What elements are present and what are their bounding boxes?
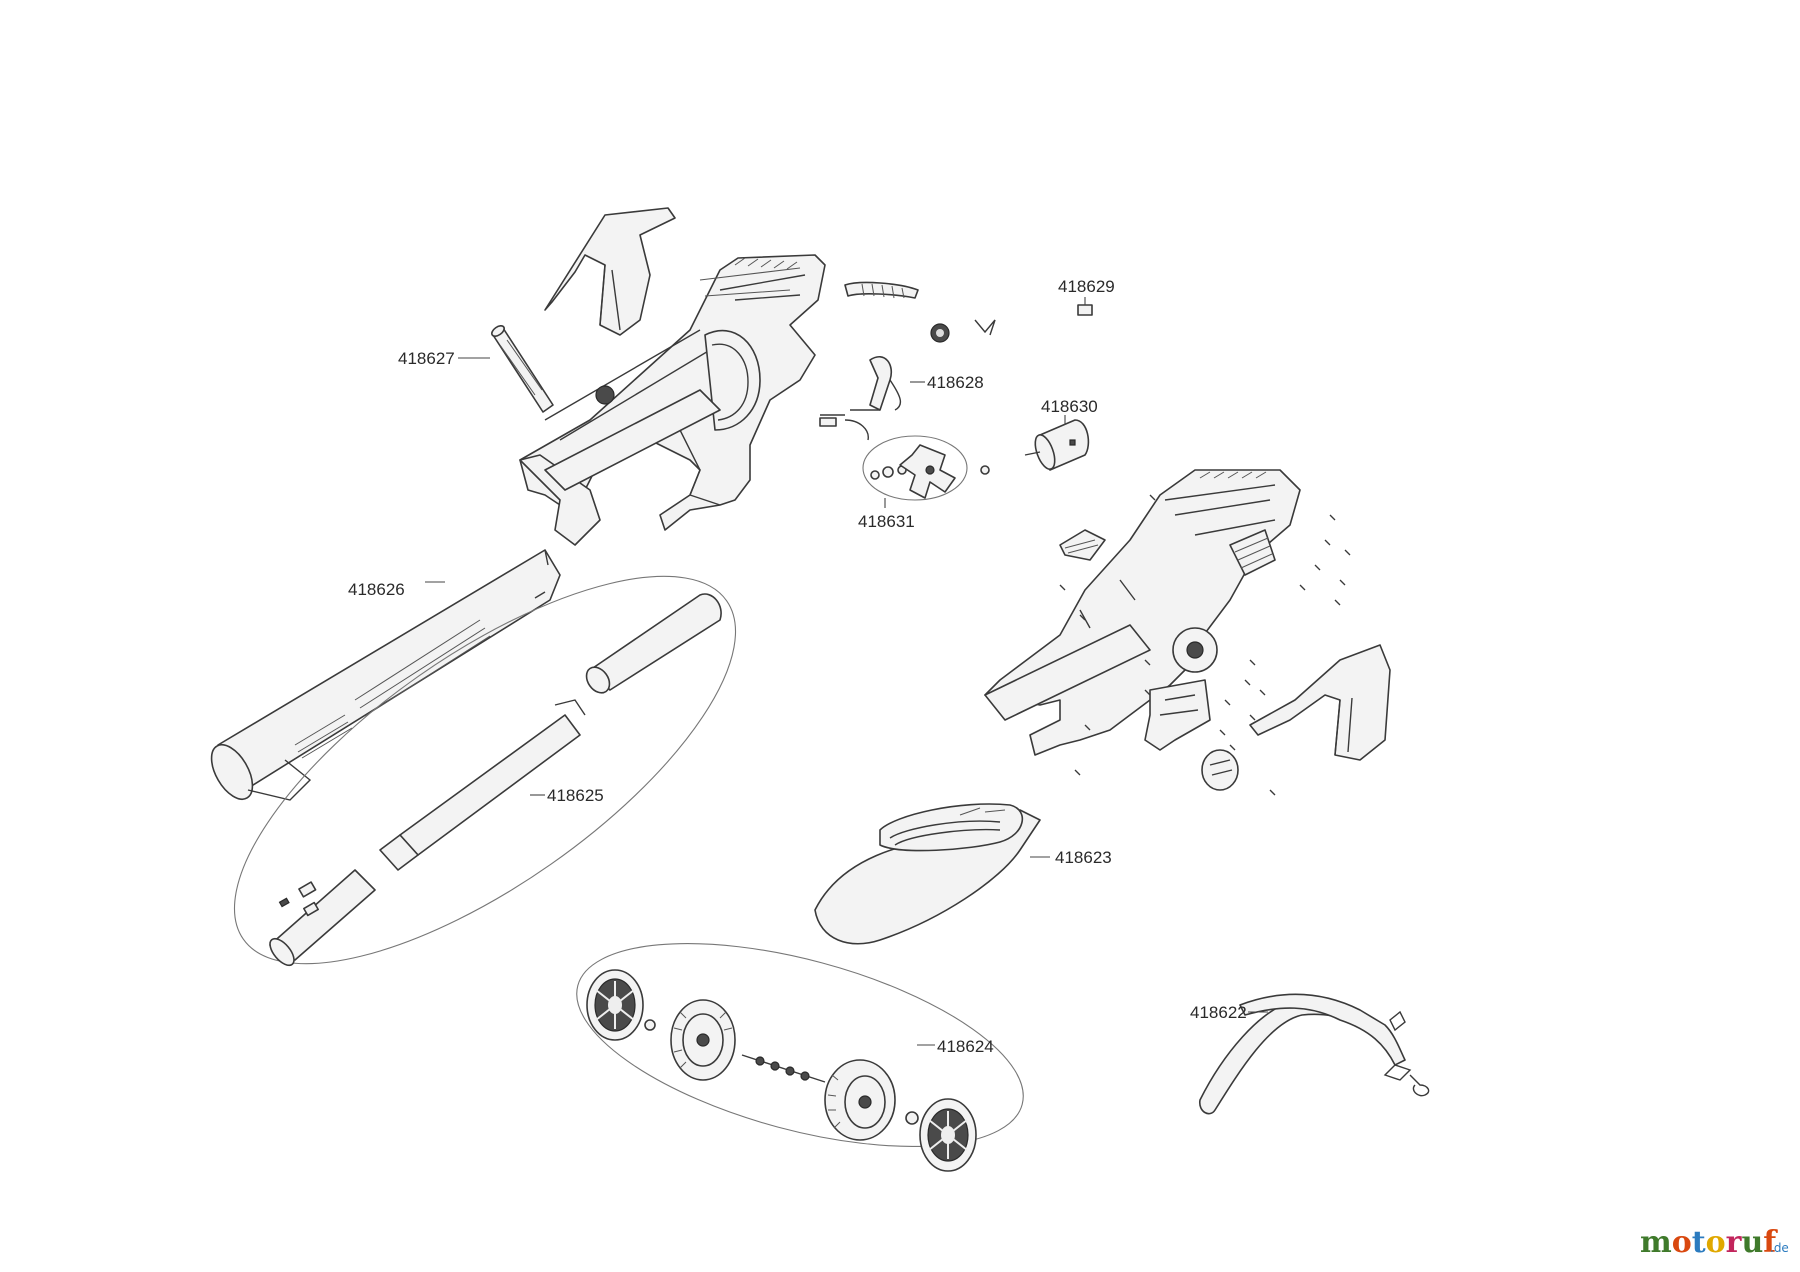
logo-wordmark: motoruf	[1640, 1225, 1778, 1260]
callout-418629: 418629	[1058, 277, 1115, 296]
motor-part	[1024, 415, 1090, 471]
spring-part	[844, 281, 919, 299]
wheels-group	[576, 943, 1024, 1172]
callout-418625: 418625	[547, 786, 604, 805]
collection-bag-part	[814, 803, 1050, 945]
logo-suffix: .de	[1770, 1241, 1789, 1255]
callout-418630: 418630	[1041, 397, 1098, 416]
motoruf-logo: motoruf .de	[1640, 1225, 1789, 1260]
logo-letter: u	[1741, 1225, 1763, 1260]
callout-418624: 418624	[937, 1037, 994, 1056]
top-cap-right	[1249, 644, 1391, 761]
callout-418623: 418623	[1055, 848, 1112, 867]
housing-half-left	[519, 207, 826, 546]
knob-part	[1201, 749, 1239, 791]
callout-418631: 418631	[858, 512, 915, 531]
housing-half-right	[984, 469, 1301, 756]
switch-cable-part	[819, 356, 925, 441]
nut-part	[930, 323, 950, 343]
callout-418628: 418628	[927, 373, 984, 392]
small-switch-part	[1077, 297, 1093, 316]
callout-418626: 418626	[348, 580, 405, 599]
tubes-group	[233, 575, 737, 967]
callout-418622: 418622	[1190, 1003, 1247, 1022]
small-tube-part	[491, 325, 554, 413]
callout-418627: 418627	[398, 349, 455, 368]
logo-letter: o	[1706, 1225, 1726, 1260]
blow-tube-part	[210, 549, 561, 801]
callout-labels: 418627 418628 418629 418630 418631 41862…	[348, 277, 1247, 1056]
clip-part	[974, 319, 996, 336]
logo-letter: o	[1672, 1225, 1692, 1260]
fan-group	[862, 435, 990, 508]
screws	[1059, 494, 1351, 796]
logo-letter: t	[1692, 1225, 1706, 1260]
logo-letter: r	[1726, 1225, 1743, 1260]
shoulder-strap-part	[1199, 993, 1430, 1115]
logo-letter: m	[1640, 1225, 1672, 1260]
logo-letter: f	[1763, 1225, 1778, 1260]
